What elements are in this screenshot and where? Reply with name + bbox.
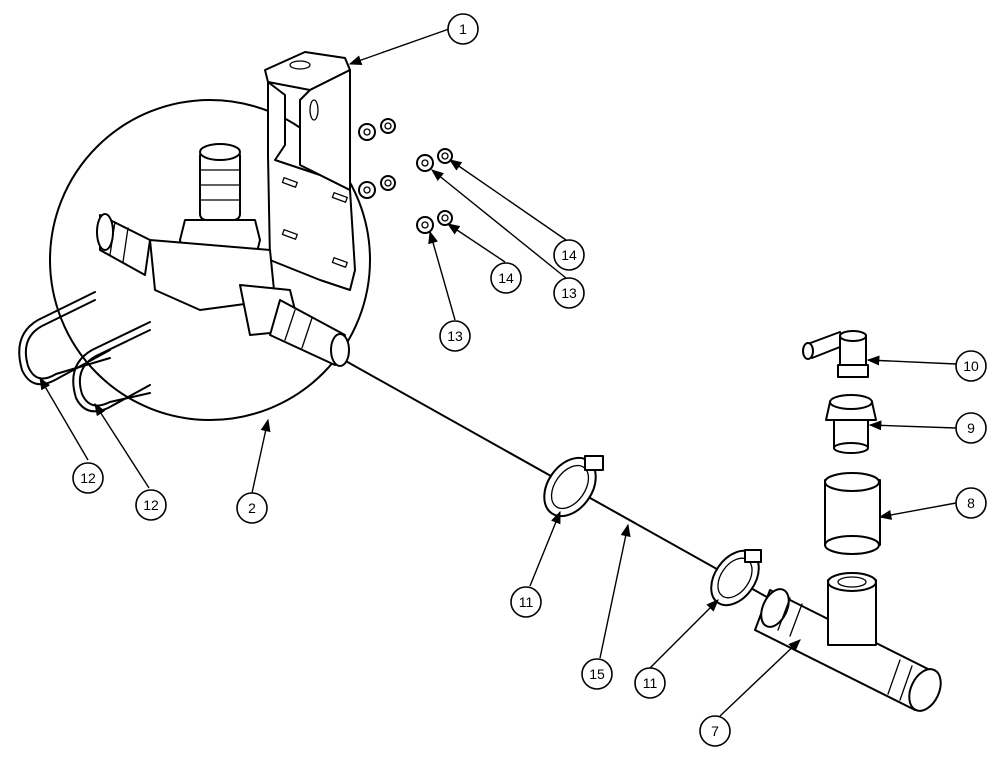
svg-text:1: 1 [459, 21, 467, 37]
callout-11a: 11 [510, 586, 542, 618]
svg-text:10: 10 [963, 358, 979, 374]
elbow-barb [802, 330, 869, 378]
mounting-bracket [264, 51, 356, 291]
leader-15 [599, 523, 631, 659]
svg-text:14: 14 [498, 270, 514, 286]
leader-1 [348, 28, 450, 65]
leader-14b [448, 159, 567, 241]
washers-and-nuts [358, 118, 453, 234]
svg-text:11: 11 [519, 594, 534, 610]
callout-11b: 11 [634, 667, 666, 699]
svg-text:11: 11 [643, 675, 658, 691]
bushing [825, 394, 877, 454]
leader-11b [649, 599, 719, 669]
callout-9: 9 [955, 412, 987, 444]
coupler [824, 472, 881, 555]
svg-text:9: 9 [967, 420, 975, 436]
callout-12b: 12 [135, 489, 167, 521]
callout-15: 15 [581, 658, 613, 690]
svg-text:15: 15 [589, 666, 605, 682]
svg-text:7: 7 [711, 723, 719, 739]
callout-12a: 12 [72, 462, 104, 494]
leader-13b [431, 169, 567, 279]
leader-2 [251, 418, 271, 494]
leader-14a [446, 223, 506, 263]
detail-circle [49, 99, 371, 421]
hose-clamp-lower [710, 549, 762, 607]
leader-8 [878, 502, 957, 520]
callout-8: 8 [955, 487, 987, 519]
svg-text:13: 13 [447, 328, 463, 344]
hose-clamp-upper [543, 455, 604, 518]
callout-13b: 13 [553, 277, 585, 309]
callout-14a: 14 [490, 262, 522, 294]
callout-14b: 14 [553, 239, 585, 271]
callout-1: 1 [447, 13, 479, 45]
leader-13a [428, 230, 456, 321]
svg-text:14: 14 [561, 247, 577, 263]
leader-10 [866, 355, 957, 366]
pipe-tee [754, 572, 942, 712]
leader-11a [529, 510, 561, 587]
u-bolt-left [18, 291, 111, 386]
svg-text:12: 12 [80, 470, 96, 486]
tee-fitting-assembly [96, 143, 350, 367]
svg-text:13: 13 [561, 285, 577, 301]
svg-text:12: 12 [143, 497, 159, 513]
leader-7 [719, 639, 801, 717]
callout-7: 7 [699, 715, 731, 747]
svg-text:2: 2 [248, 500, 256, 516]
svg-text:8: 8 [967, 495, 975, 511]
leader-12a [39, 376, 89, 461]
callout-2: 2 [236, 492, 268, 524]
leader-9 [868, 420, 957, 431]
leader-12b [94, 402, 150, 489]
callout-10: 10 [955, 350, 987, 382]
u-bolt-right [72, 321, 151, 413]
callout-13a: 13 [439, 320, 471, 352]
